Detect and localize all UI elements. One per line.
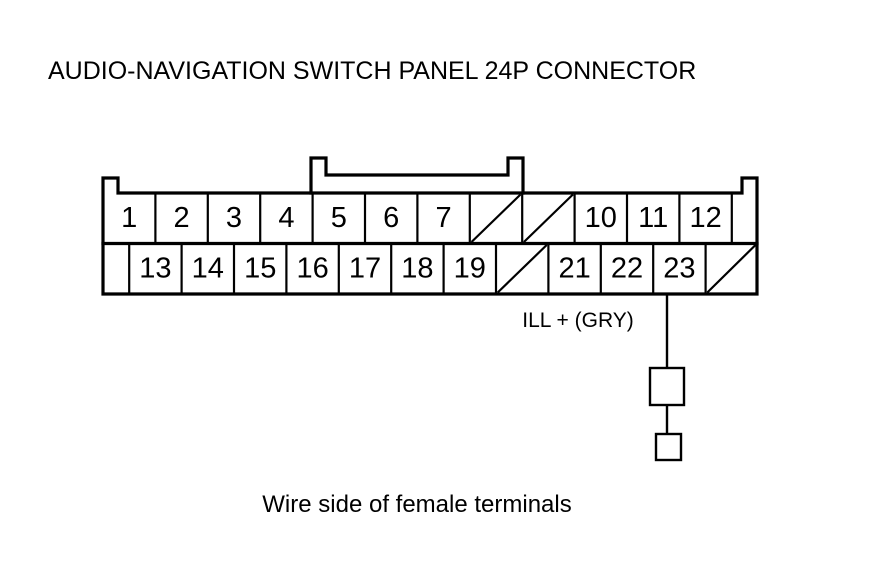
pin-number-21: 21 <box>558 253 590 285</box>
pin-number-23: 23 <box>663 253 695 285</box>
pin-number-15: 15 <box>244 253 276 285</box>
pin-number-17: 17 <box>349 253 381 285</box>
connector-top-row: 1 2 3 4 5 6 7 10 11 12 <box>121 193 733 244</box>
pin-number-13: 13 <box>139 253 171 285</box>
blank-cell-slash-24 <box>706 244 757 294</box>
pin-number-22: 22 <box>611 253 643 285</box>
wire-callout: ILL + (GRY) <box>522 295 686 462</box>
pin-number-11: 11 <box>638 202 668 234</box>
pin-number-3: 3 <box>226 202 242 234</box>
pin-number-14: 14 <box>192 253 224 285</box>
connector-shell <box>101 176 759 296</box>
pin-number-4: 4 <box>278 202 294 234</box>
pin-number-12: 12 <box>689 202 721 234</box>
connector-bottom-row: 13 14 15 16 17 18 19 21 22 23 <box>128 243 757 294</box>
pin-number-7: 7 <box>436 202 452 234</box>
pin-number-2: 2 <box>174 202 190 234</box>
pin-number-5: 5 <box>331 202 347 234</box>
pin-number-19: 19 <box>454 253 486 285</box>
blank-cell-slash-9 <box>523 193 574 243</box>
diagram-caption: Wire side of female terminals <box>262 491 571 518</box>
pin-number-16: 16 <box>296 253 328 285</box>
blank-cell-slash-8 <box>470 193 522 243</box>
terminal-box-small <box>654 432 683 462</box>
pin-number-10: 10 <box>585 202 617 234</box>
wire-label-ill-gry: ILL + (GRY) <box>522 309 633 332</box>
latch-tab <box>309 156 525 195</box>
pin-number-1: 1 <box>121 202 137 234</box>
pin-number-6: 6 <box>383 202 399 234</box>
page-title: AUDIO-NAVIGATION SWITCH PANEL 24P CONNEC… <box>48 57 696 85</box>
terminal-box-large <box>648 366 686 407</box>
blank-cell-slash-20 <box>496 244 548 294</box>
pin-number-18: 18 <box>401 253 433 285</box>
